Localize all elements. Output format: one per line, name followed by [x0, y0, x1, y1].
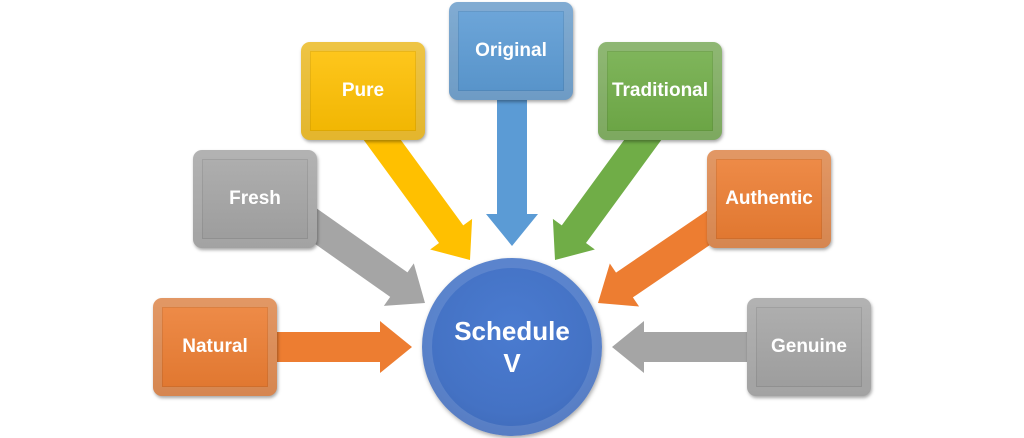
- center-label-line1: Schedule: [454, 316, 570, 346]
- node-genuine: Genuine: [747, 298, 871, 396]
- arrow-original: [486, 95, 538, 246]
- node-label: Fresh: [229, 188, 281, 209]
- node-fresh: Fresh: [193, 150, 317, 248]
- center-label-line2: V: [503, 348, 521, 378]
- arrow-natural: [270, 321, 412, 373]
- node-label: Genuine: [770, 336, 847, 357]
- node-label: Natural: [182, 336, 248, 357]
- node-pure: Pure: [301, 42, 425, 140]
- arrow-fresh: [291, 202, 425, 306]
- arrow-authentic: [598, 207, 729, 307]
- node-label: Pure: [341, 80, 385, 101]
- arrow-traditional: [552, 121, 663, 260]
- arrow-genuine: [612, 321, 752, 373]
- center-circle: Schedule V: [422, 258, 602, 436]
- node-authentic: Authentic: [707, 150, 831, 248]
- node-natural: Natural: [153, 298, 277, 396]
- node-label: Original: [475, 40, 547, 61]
- node-traditional: Traditional: [598, 42, 722, 140]
- node-label: Authentic: [725, 188, 813, 209]
- arrow-pure: [362, 121, 473, 260]
- node-original: Original: [449, 2, 573, 100]
- node-label: Traditional: [611, 80, 709, 101]
